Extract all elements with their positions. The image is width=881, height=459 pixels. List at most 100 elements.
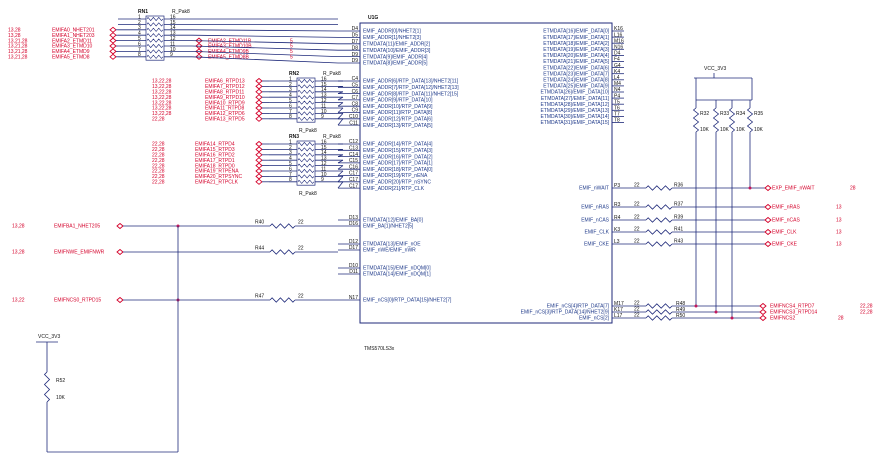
net-label: EMIFBA1_NHET205	[54, 224, 100, 230]
offpage-connector	[109, 37, 117, 44]
resistor-ref: R35	[754, 111, 763, 117]
net-wire	[337, 102, 344, 107]
offpage-connector	[255, 99, 263, 106]
net-label: EMIFNCS4_RTPD7	[770, 304, 815, 310]
rpack-pin-number: 5	[289, 161, 292, 167]
offpage-connector	[759, 314, 767, 322]
rpack-element	[297, 116, 315, 121]
u1-pin-label: ETMDATA[22]/EMIF_DATA[6]	[543, 65, 609, 71]
u1-pin-label: EMIF_nWE/EMIF_nWR	[363, 248, 416, 254]
u1-pin-number: C4	[352, 76, 359, 82]
net-label: EMIFA12_RTPD6	[205, 111, 245, 117]
rpack-pin-number: 4	[289, 93, 292, 99]
u1-pin-number: R3	[614, 202, 621, 208]
u1-pin-label: EMIF_ADDR[7]/RTP_DATA[12]/NHET2[13]	[363, 85, 459, 91]
net-label: EXP_EMIF_nWAIT	[772, 186, 815, 192]
net-label: EMIF_CLK	[772, 230, 797, 236]
u1-pin-label: EMIF_ADDR[8]/RTP_DATA[11]/NHET2[15]	[363, 91, 459, 97]
offpage-connector	[109, 48, 117, 55]
u1-pin-label: ETMDATA[23]/EMIF_DATA[7]	[543, 71, 609, 77]
offpage-connector	[255, 167, 263, 175]
rpack-pin-number: 2	[289, 145, 292, 151]
u1-body	[359, 22, 613, 324]
rpack-element	[297, 158, 315, 163]
offpage-connector	[255, 94, 263, 101]
rpack-pin-number: 11	[321, 103, 326, 109]
rpack-pin-number: 8	[138, 52, 141, 58]
offpage-connector	[255, 115, 263, 122]
net-sheet-ref: 22,28	[152, 158, 165, 164]
u1-pin-label: ETMDATA[28]/EMIF_DATA[12]	[540, 102, 609, 108]
resistor-value: 10K	[720, 127, 730, 133]
offpage-connector	[764, 184, 772, 192]
u1-pin-number: C10	[349, 114, 358, 120]
net-label: EMIFA8_RTPD11	[205, 90, 244, 96]
u1-pin-number: D12	[349, 239, 358, 245]
rpack-element	[146, 49, 164, 54]
net-sheet-ref: 13,28	[8, 33, 21, 39]
rpack-pin-number: 10	[321, 109, 327, 115]
resistor-ref: R47	[255, 294, 264, 300]
u1-pin-label: ETMDATA[26]/EMIF_DATA[10]	[540, 90, 609, 96]
net-label: EMIFA4_ETMD9	[52, 49, 90, 55]
rail-label: VCC_3V3	[38, 334, 60, 340]
rpack-element	[146, 16, 164, 22]
resistor-value: 10K	[754, 127, 764, 133]
rpack-value-bottom: R_Pak8	[299, 191, 317, 197]
rpack-element	[297, 105, 315, 111]
offpage-connector	[109, 32, 117, 39]
u1-pin-number: L17	[614, 313, 623, 319]
rpack-pin-number: 11	[170, 41, 175, 47]
u1-pin-number: K3	[614, 227, 620, 233]
net-sheet-ref: 13,21,28	[8, 49, 28, 55]
rpack-pin-number: 10	[321, 172, 327, 178]
rpack-pin-number: 13	[321, 93, 327, 99]
rpack-pin-number: 9	[170, 52, 173, 58]
resistor-value: 22	[298, 220, 304, 226]
rpack-element	[146, 38, 164, 43]
offpage-connector	[764, 240, 772, 248]
rpack-pin-number: 15	[321, 145, 327, 151]
u1-pin-label: EMIF_nCS[4]/RTP_DATA[7]	[547, 304, 610, 310]
rpack-pin-number: 3	[289, 150, 292, 156]
offpage-connector	[255, 178, 263, 185]
resistor-r37	[645, 204, 673, 210]
u1-pin-number: K17	[614, 307, 623, 313]
rpack-pin-number: 2	[138, 20, 141, 26]
net-wire	[337, 86, 344, 88]
resistor-value: 22	[634, 239, 640, 245]
net-wire	[191, 51, 339, 57]
u1-pin-label: ETMDATA[19]/EMIF_DATA[3]	[543, 47, 609, 53]
u1-pin-label: ETMDATA[16]/EMIF_DATA[0]	[543, 29, 609, 35]
rpack-ref: RN3	[289, 134, 299, 140]
rpack-pin-number: 14	[321, 87, 327, 93]
rpack-element	[297, 163, 315, 168]
net-sheet-ref: 13,28	[8, 28, 21, 34]
resistor-value: 22	[634, 183, 640, 189]
u1-pin-label: EMIF_ADDR[18]/RTP_DATA[0]	[363, 167, 433, 173]
resistor-value: 10K	[736, 127, 746, 133]
u1-pin-label: ETMDATA[11]/EMIF_ADDR[2]	[363, 42, 431, 48]
rpack-pin-number: 7	[138, 47, 141, 53]
rpack-pin-number: 5	[138, 36, 141, 42]
offpage-connector	[109, 26, 117, 33]
offpage-connector	[255, 83, 263, 90]
u1-pin-label: EMIF_ADDR[11]/RTP_DATA[8]	[363, 110, 433, 116]
resistor-ref: R43	[674, 239, 683, 245]
resistor-value: 22	[298, 294, 304, 300]
rpack-value: R_Pak8	[172, 9, 190, 15]
net-label: EMIFA18_RTPD0	[195, 163, 235, 169]
offpage-connector	[255, 173, 263, 180]
u1-pin-label: EMIF_ADDR[13]/RTP_DATA[5]	[363, 123, 433, 129]
u1-pin-number: D11	[349, 269, 358, 275]
net-sheet-ref: 13,22,28	[152, 111, 172, 117]
net-sheet-ref: 13,21,28	[8, 55, 28, 61]
net-label: EMIFNCS0_RTPD15	[54, 298, 101, 304]
net-sheet-ref: 13	[836, 230, 842, 236]
u1-pin-label: EMIF_ADDR[15]/RTP_DATA[3]	[363, 148, 433, 154]
rpack-pin-number: 12	[321, 98, 327, 104]
rpack-pin-number: 6	[289, 166, 292, 172]
u1-pin-number: K16	[614, 26, 623, 32]
net-sheet-ref: 13,28	[12, 250, 25, 256]
u1-pin-number: D9	[352, 58, 359, 64]
